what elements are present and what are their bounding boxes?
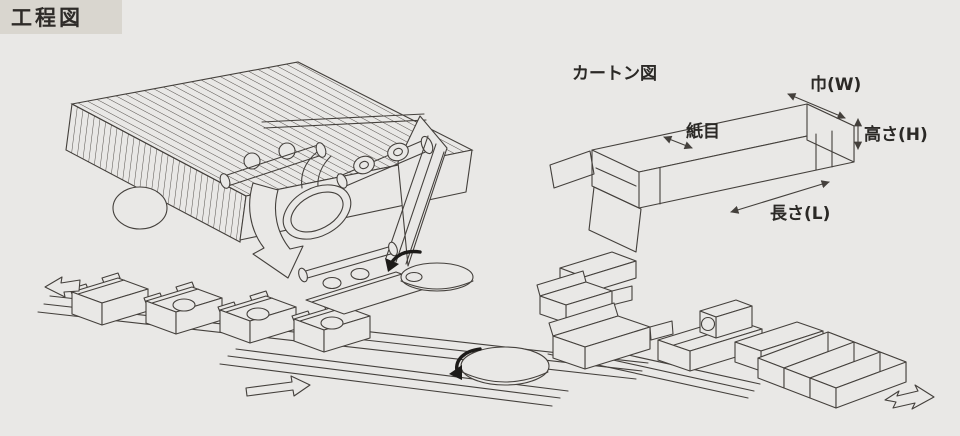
magazine-roller	[112, 186, 168, 230]
motion-path-line	[385, 135, 429, 259]
grain-label: 紙目	[686, 121, 720, 142]
product-in-bucket	[172, 298, 196, 312]
bucket	[69, 272, 149, 326]
rotary-disc-2	[449, 346, 550, 386]
rotary-vacuum-arm	[282, 151, 352, 240]
open-carton	[548, 302, 674, 370]
suction-point	[278, 142, 296, 160]
infeed-arrow-icon	[44, 276, 81, 298]
carton-flap	[549, 150, 595, 189]
blank-placing-station	[298, 241, 435, 315]
carton-open-end	[591, 149, 640, 209]
carton-diagram-title: カートン図	[572, 64, 657, 84]
product-box	[699, 299, 753, 339]
feeder-suction-bar	[336, 135, 434, 189]
outfeed-arrow-icon	[884, 384, 935, 410]
carton-line	[536, 251, 824, 372]
swing-arrow	[249, 182, 304, 279]
product-in-bucket	[246, 307, 270, 321]
output-carton-group	[757, 331, 907, 409]
suction-cup	[350, 267, 370, 281]
height-label: 高さ(H)	[864, 124, 928, 145]
page-title: 工程図	[11, 6, 83, 30]
feeder-frame	[249, 113, 448, 279]
length-label: 長さ(L)	[770, 204, 830, 224]
placing-suction-bar	[298, 241, 398, 290]
rotary-disc-1	[385, 249, 474, 292]
page-title-box: 工程図	[0, 0, 122, 34]
grain-direction-arrow	[663, 135, 693, 150]
magazine-suction-bar	[219, 142, 327, 189]
rotation-arrow-icon	[455, 347, 482, 373]
motion-path-line	[395, 143, 437, 263]
width-dimension-arrow	[787, 93, 846, 119]
suction-cup	[322, 276, 342, 290]
width-label: 巾(W)	[810, 74, 861, 95]
length-dimension-arrow	[730, 180, 830, 214]
rotation-arrow-icon	[390, 249, 422, 264]
product-in-bucket	[320, 316, 344, 330]
bucket-conveyor	[69, 272, 371, 353]
transfer-arrow-icon	[245, 375, 311, 397]
carton-diagram: カートン図 巾(W) 高さ(H) 長さ(L) 紙目	[549, 64, 928, 253]
